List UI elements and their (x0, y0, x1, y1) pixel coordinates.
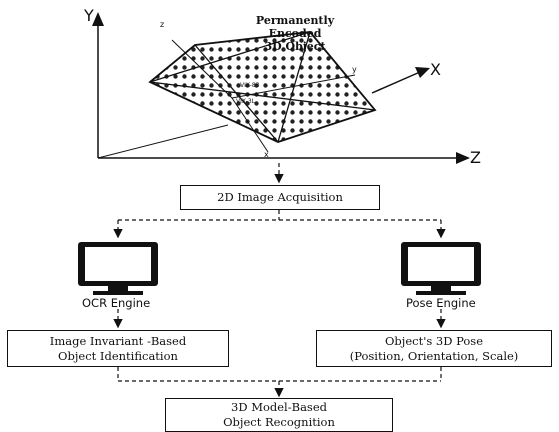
flow-connectors (113, 163, 446, 398)
axis-label-y: Y (84, 6, 94, 25)
object-edge (277, 31, 311, 143)
object-axis-label-z: z (160, 20, 165, 29)
pose-engine-label: Pose Engine (406, 296, 476, 310)
object-title: Permanently Encoded 3D Object (250, 14, 340, 53)
identification-box: Image Invariant -Based Object Identifica… (7, 330, 229, 367)
recognition-line: Object Recognition (223, 415, 335, 429)
monitor-icon (78, 242, 158, 295)
z-axis-arrowhead (456, 152, 470, 164)
object-edge (194, 44, 279, 143)
pose-line: (Position, Orientation, Scale) (349, 348, 519, 363)
x-axis (371, 71, 421, 94)
ocr-engine-label: OCR Engine (82, 296, 151, 310)
object-title-line: Permanently (255, 14, 335, 27)
recognition-box: 3D Model-Based Object Recognition (165, 398, 393, 432)
axis-label-z: Z (470, 148, 481, 167)
pose-line: Object's 3D Pose (384, 333, 484, 348)
object-axis-label-y: y (352, 65, 357, 74)
object-x-axis (231, 97, 269, 153)
y-axis-arrowhead (92, 12, 104, 26)
object-mark-label: VIX-3L (236, 98, 256, 105)
3d-object (148, 31, 377, 153)
object-edge (149, 81, 376, 111)
acquisition-box: 2D Image Acquisition (180, 185, 380, 210)
recognition-line: 3D Model-Based (231, 400, 327, 414)
world-axes (92, 12, 470, 164)
object-y-axis (231, 74, 356, 99)
x-axis-arrowhead (415, 67, 430, 78)
object-mark-label: VIX-83 (240, 82, 260, 89)
monitor-icon (401, 242, 481, 295)
object-title-line: 3D Object (264, 40, 326, 53)
identification-line: Image Invariant -Based (49, 333, 187, 348)
axis-label-x: X (430, 60, 441, 79)
object-title-line: Encoded (268, 27, 322, 40)
identification-line: Object Identification (58, 348, 178, 363)
object-axis-label-x: x (264, 150, 269, 159)
object-z-axis (171, 39, 233, 99)
ground-line (97, 124, 229, 159)
object-surface (148, 31, 377, 143)
acquisition-label: 2D Image Acquisition (217, 190, 343, 204)
pose-box: Object's 3D Pose (Position, Orientation,… (316, 330, 552, 367)
object-edge (149, 31, 311, 83)
